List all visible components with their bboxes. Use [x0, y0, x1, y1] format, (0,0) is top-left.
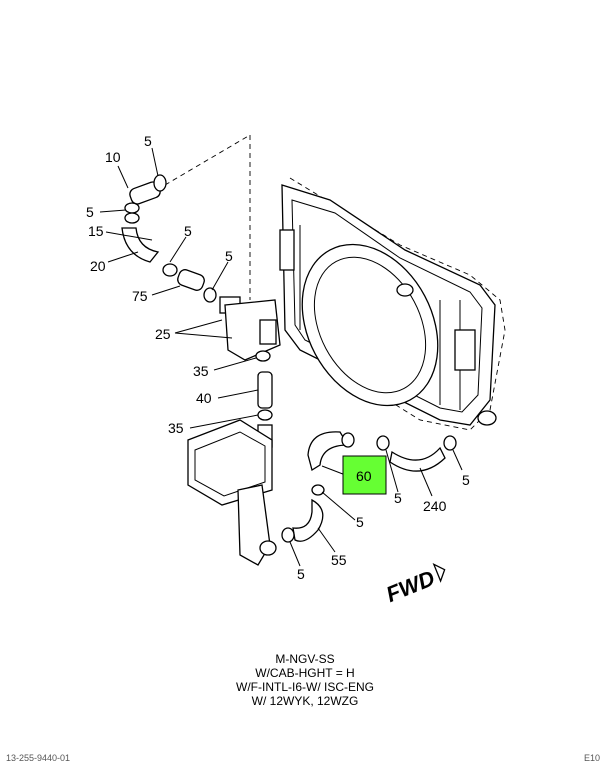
callout-5: 5	[297, 566, 305, 582]
callout-5: 5	[184, 223, 192, 239]
lower-hose-group	[281, 431, 457, 543]
callout-15: 15	[88, 223, 104, 239]
bracket-pipe-group	[224, 299, 281, 448]
highlight-box-60[interactable]	[342, 455, 387, 495]
callout-5: 5	[225, 248, 233, 264]
caption-line: M-NGV-SS	[275, 652, 335, 666]
callout-35: 35	[193, 363, 209, 379]
callout-35: 35	[168, 420, 184, 436]
diagram-caption: M-NGV-SS W/CAB-HGHT = H W/F-INTL-I6-W/ I…	[0, 652, 610, 708]
caption-line: W/ 12WYK, 12WZG	[251, 694, 359, 708]
callout-75: 75	[132, 288, 148, 304]
callout-5: 5	[356, 514, 364, 530]
callout-5: 5	[394, 490, 402, 506]
callout-240: 240	[423, 498, 447, 514]
caption-line: W/CAB-HGHT = H	[255, 666, 355, 680]
callout-5: 5	[86, 204, 94, 220]
page-code: E10	[583, 753, 600, 763]
lower-housing	[187, 419, 277, 566]
callout-labels: 5 10 5 15 5 20 5 75 25 35 40 35 60 5 240…	[86, 133, 470, 582]
callout-5: 5	[462, 472, 470, 488]
drawing-number: 13-255-9440-01	[6, 753, 71, 763]
forward-direction-marker: FWD	[382, 562, 446, 607]
fwd-label: FWD	[382, 565, 438, 607]
callout-10: 10	[105, 149, 121, 165]
callout-25: 25	[155, 326, 171, 342]
callout-20: 20	[90, 258, 106, 274]
caption-line: W/F-INTL-I6-W/ ISC-ENG	[236, 680, 374, 694]
callout-40: 40	[196, 390, 212, 406]
callout-60: 60	[356, 468, 372, 484]
callout-55: 55	[331, 552, 347, 568]
callout-5: 5	[144, 133, 152, 149]
radiator-assembly	[164, 134, 506, 431]
